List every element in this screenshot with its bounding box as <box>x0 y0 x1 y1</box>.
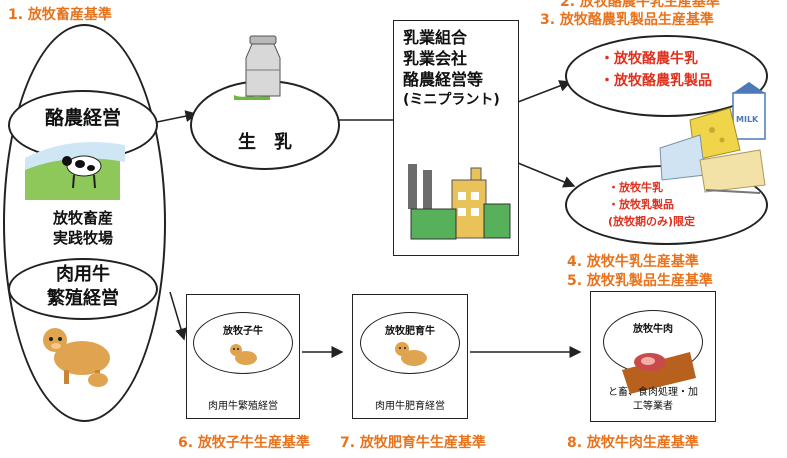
practice-farm-label: 放牧畜産 実践牧場 <box>8 208 158 248</box>
beef-farm-label: 肉用牛 繁殖経営 <box>8 263 158 311</box>
standard-3: 3. 放牧酪農乳製品生産基準 <box>540 12 714 28</box>
grazing-products-line1: ・放牧牛乳 <box>608 181 663 194</box>
arrow-beef-to-calf <box>169 291 187 341</box>
grazing-products-text: ・放牧牛乳 ・放牧乳製品 (放牧期のみ)限定 <box>608 179 695 230</box>
beef-caption: と畜、食肉処理・加 工等業者 <box>590 386 716 414</box>
dairy-products-text: ・放牧酪農牛乳 ・放牧酪農乳製品 <box>600 48 712 92</box>
practice-farm-line1: 放牧畜産 <box>52 209 113 227</box>
arrow-processor-to-grazing-products <box>517 162 576 188</box>
processor-line1: 乳業組合 <box>403 28 468 47</box>
beef-farm-line1: 肉用牛 <box>56 264 110 285</box>
processor-line4: (ミニプラント) <box>403 92 500 108</box>
dairy-farm-label: 酪農経営 <box>44 107 121 129</box>
fatten-label: 放牧肥育牛 <box>385 326 435 337</box>
processor-line2: 乳業会社 <box>403 49 468 68</box>
standard-6: 6. 放牧子牛生産基準 <box>178 435 310 451</box>
standard-5: 5. 放牧乳製品生産基準 <box>567 273 713 289</box>
dairy-products-line1: ・放牧酪農牛乳 <box>600 51 698 67</box>
arrow-dairy-to-milk <box>156 110 198 123</box>
beef-caption-line1: と畜、食肉処理・加 <box>608 387 698 398</box>
grazing-products-line2: ・放牧乳製品 <box>608 198 674 211</box>
arrow-processor-to-dairy-products <box>517 80 572 103</box>
standard-7: 7. 放牧肥育牛生産基準 <box>340 435 486 451</box>
beef-label: 放牧牛肉 <box>633 324 673 335</box>
processor-line3: 酪農経営等 <box>403 70 484 89</box>
dairy-products-ellipse <box>565 35 768 117</box>
milk-label: 生 乳 <box>238 132 292 153</box>
svg-text:MILK: MILK <box>736 115 759 124</box>
standard-2: 2. 放牧酪農牛乳生産基準 <box>560 0 720 10</box>
processor-text: 乳業組合 乳業会社 酪農経営等 (ミニプラント) <box>403 27 500 111</box>
standard-1: 1. 放牧畜産基準 <box>8 7 112 23</box>
calf-caption: 肉用牛繁殖経営 <box>208 401 278 412</box>
beef-caption-line2: 工等業者 <box>633 401 673 412</box>
beef-farm-line2: 繁殖経営 <box>47 288 119 309</box>
beef-farm-ellipse <box>8 258 158 320</box>
grazing-products-line3: (放牧期のみ)限定 <box>608 215 696 228</box>
standard-8: 8. 放牧牛肉生産基準 <box>567 435 699 451</box>
calf-label: 放牧子牛 <box>223 326 263 337</box>
standard-4: 4. 放牧牛乳生産基準 <box>567 254 699 270</box>
fatten-caption: 肉用牛肥育経営 <box>375 401 445 412</box>
practice-farm-line2: 実践牧場 <box>52 229 113 247</box>
dairy-products-line2: ・放牧酪農乳製品 <box>600 73 712 89</box>
